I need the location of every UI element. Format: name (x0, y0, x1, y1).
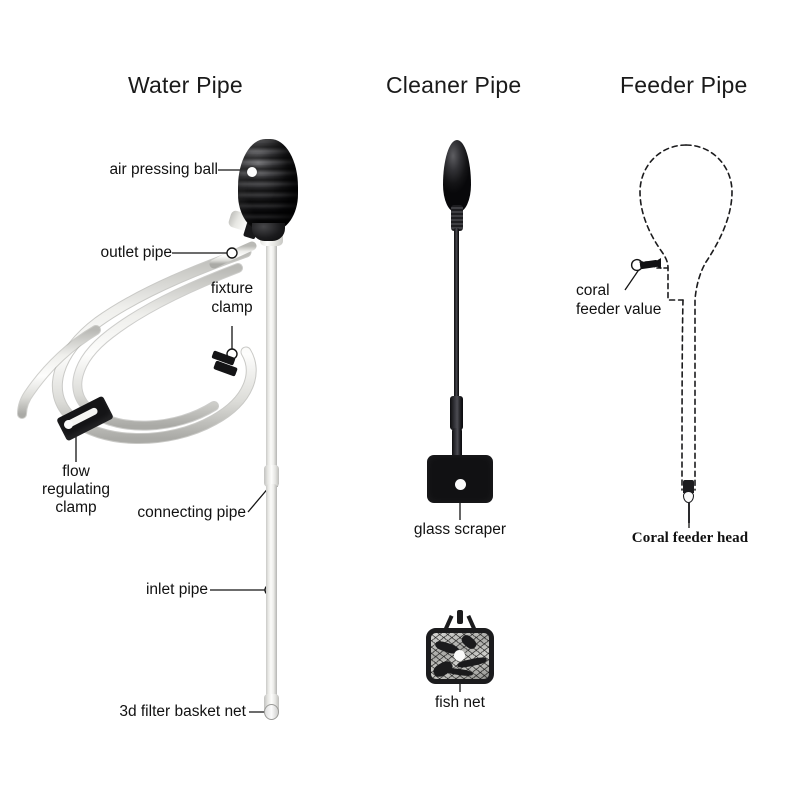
ball-body (238, 139, 298, 231)
coral-feeder-head-art (680, 480, 698, 524)
filter-basket-net-art (264, 704, 279, 720)
label-flow-regulating-clamp-line1: flow (62, 463, 90, 480)
fish-net-art (424, 610, 496, 686)
label-coral-feeder-value-line1: coral (576, 282, 610, 299)
ball-neck (252, 223, 285, 241)
label-coral-feeder-head: Coral feeder head (631, 530, 749, 546)
label-fixture-clamp-line2: clamp (211, 299, 253, 316)
column-title-water-pipe: Water Pipe (128, 72, 243, 98)
label-glass-scraper: glass scraper (413, 521, 507, 538)
fish-net-stem (457, 610, 463, 624)
column-title-feeder-pipe: Feeder Pipe (620, 72, 748, 98)
cleaner-handle-bulb (443, 140, 471, 212)
label-coral-feeder-value-line2: feeder value (576, 301, 662, 318)
label-connecting-pipe: connecting pipe (137, 504, 246, 521)
label-inlet-pipe: inlet pipe (145, 581, 208, 598)
label-flow-regulating-clamp-line2: regulating (41, 481, 111, 498)
fish-net-hole (454, 650, 465, 661)
cleaner-rod-coupler (450, 396, 463, 430)
coral-feeder-value-art (639, 258, 662, 270)
connecting-pipe-art (266, 226, 277, 484)
pipe-joint-upper (264, 465, 279, 487)
air-pressing-ball-art (238, 139, 298, 241)
label-fish-net: fish net (435, 694, 485, 711)
ball-highlight-hole (247, 167, 257, 177)
fish-net-mesh-blotch (459, 633, 479, 651)
feeder-head-needle (688, 502, 690, 523)
label-air-pressing-ball: air pressing ball (109, 161, 218, 178)
fixture-clamp-art (210, 344, 250, 380)
label-fixture-clamp-line1: fixture (210, 280, 254, 297)
glass-scraper-art (427, 455, 493, 503)
feeder-head-cap (683, 480, 694, 493)
flow-regulating-clamp-art (56, 395, 115, 442)
label-3d-filter-basket-net: 3d filter basket net (119, 703, 246, 720)
cleaner-rod-lower (452, 428, 462, 458)
feeder-valve-arrow (652, 258, 661, 269)
cleaner-handle-art (443, 140, 471, 212)
scraper-hole (455, 479, 466, 490)
cleaner-rod-upper (454, 228, 459, 424)
label-outlet-pipe: outlet pipe (100, 244, 172, 261)
column-title-cleaner-pipe: Cleaner Pipe (386, 72, 522, 98)
fish-net-mesh-blotch (444, 667, 474, 677)
inlet-pipe-art (266, 484, 277, 716)
cleaner-handle-ribs (451, 205, 463, 231)
fixture-clamp-jaw-lower (213, 360, 238, 377)
label-flow-regulating-clamp-line3: clamp (55, 499, 97, 516)
